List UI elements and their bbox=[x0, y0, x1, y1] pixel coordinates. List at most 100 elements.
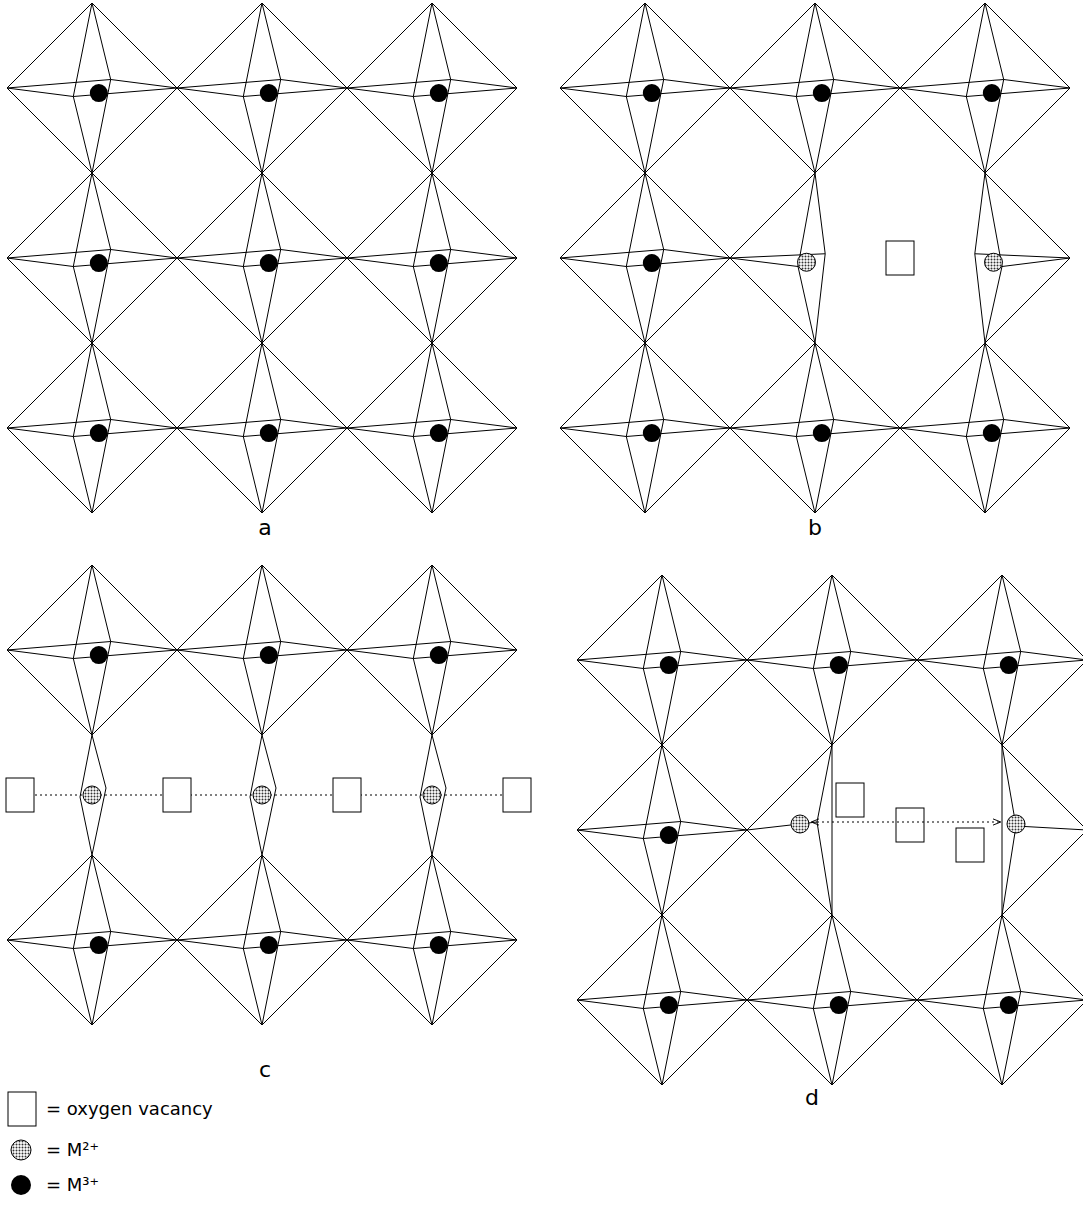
octahedron-edge bbox=[7, 940, 73, 949]
octahedron-edge bbox=[413, 940, 517, 949]
octahedron-edge bbox=[985, 267, 1002, 344]
octahedron-edge bbox=[92, 343, 111, 420]
octahedron-edge bbox=[7, 650, 73, 659]
octahedron-edge bbox=[432, 88, 517, 173]
octahedron-edge bbox=[662, 830, 747, 915]
panel-letter: a bbox=[258, 517, 271, 539]
octahedron-edge bbox=[560, 88, 645, 173]
octahedron-edge bbox=[432, 343, 517, 428]
octahedron-edge bbox=[796, 343, 815, 437]
octahedron-edge bbox=[813, 669, 832, 746]
octahedron-edge bbox=[643, 745, 662, 839]
octahedron-edge bbox=[413, 659, 432, 736]
octahedron-edge bbox=[664, 250, 730, 259]
octahedron-edge bbox=[577, 660, 662, 745]
oxygen-vacancy bbox=[333, 778, 361, 812]
octahedron-edge bbox=[917, 1000, 983, 1009]
octahedron-edge bbox=[432, 735, 446, 788]
octahedron-edge bbox=[347, 173, 432, 258]
octahedron-edge bbox=[730, 258, 815, 343]
octahedron-edge bbox=[813, 1000, 917, 1009]
octahedron-edge bbox=[7, 428, 92, 513]
oxygen-vacancy bbox=[503, 778, 531, 812]
m3-cation bbox=[1000, 656, 1018, 674]
octahedron-edge bbox=[1002, 575, 1083, 660]
octahedron-edge bbox=[730, 88, 796, 97]
octahedron-edge bbox=[7, 855, 92, 940]
m3-cation bbox=[430, 646, 448, 664]
m3-cation bbox=[90, 84, 108, 102]
octahedron-edge bbox=[900, 428, 966, 437]
octahedron-edge bbox=[577, 745, 662, 830]
octahedron-edge bbox=[262, 735, 276, 788]
octahedron-edge bbox=[432, 173, 451, 250]
octahedron-edge bbox=[664, 80, 730, 89]
octahedron-edge bbox=[813, 1009, 832, 1086]
octahedron-edge bbox=[626, 343, 645, 437]
octahedron-edge bbox=[966, 3, 985, 97]
octahedron-edge bbox=[250, 797, 262, 855]
octahedron-edge bbox=[1002, 1000, 1083, 1085]
octahedron-edge bbox=[413, 97, 432, 174]
octahedron-edge bbox=[577, 575, 662, 660]
octahedron-edge bbox=[662, 575, 747, 660]
octahedron-edge bbox=[626, 437, 645, 514]
octahedron-edge bbox=[347, 88, 413, 97]
octahedron-edge bbox=[92, 258, 177, 343]
octahedron-edge bbox=[815, 173, 825, 254]
m2-cation bbox=[253, 786, 271, 804]
m2-cation bbox=[798, 253, 816, 271]
octahedron-edge bbox=[262, 650, 347, 735]
octahedron-edge bbox=[262, 428, 347, 513]
octahedron-edge bbox=[851, 992, 917, 1001]
octahedron-edge bbox=[900, 3, 985, 88]
octahedron-edge bbox=[347, 428, 432, 513]
octahedron-edge bbox=[7, 88, 92, 173]
octahedron-edge bbox=[1002, 915, 1083, 1000]
octahedron-edge bbox=[111, 80, 177, 89]
octahedron-edge bbox=[985, 88, 1070, 173]
octahedron-edge bbox=[262, 173, 281, 250]
octahedron-edge bbox=[177, 343, 262, 428]
octahedron-edge bbox=[1002, 745, 1016, 826]
octahedron-edge bbox=[832, 745, 833, 915]
octahedron-edge bbox=[177, 428, 243, 437]
octahedron-edge bbox=[975, 254, 985, 343]
octahedron-edge bbox=[983, 1009, 1002, 1086]
octahedron-edge bbox=[413, 343, 432, 437]
octahedron-edge bbox=[420, 797, 432, 855]
octahedron-edge bbox=[92, 855, 111, 932]
octahedron-edge bbox=[966, 437, 985, 514]
octahedron-edge bbox=[1016, 826, 1083, 830]
octahedron-edge bbox=[966, 97, 985, 174]
octahedron-edge bbox=[1004, 420, 1070, 429]
octahedron-edge bbox=[347, 940, 413, 949]
m3-cation bbox=[260, 254, 278, 272]
m3-cation bbox=[830, 996, 848, 1014]
m3-cation bbox=[260, 84, 278, 102]
octahedron-edge bbox=[645, 173, 664, 250]
octahedron-edge bbox=[262, 88, 347, 173]
octahedron-edge bbox=[577, 660, 643, 669]
octahedron-edge bbox=[177, 3, 262, 88]
octahedron-edge bbox=[73, 855, 92, 949]
octahedron-edge bbox=[832, 660, 917, 745]
legend-text: = M²⁺ bbox=[46, 1141, 99, 1159]
octahedron-edge bbox=[730, 258, 798, 267]
octahedron-edge bbox=[900, 88, 985, 173]
octahedron-edge bbox=[730, 428, 815, 513]
octahedron-edge bbox=[281, 420, 347, 429]
octahedron-edge bbox=[626, 173, 645, 267]
legend-text: = oxygen vacancy bbox=[46, 1100, 213, 1118]
m3-cation bbox=[430, 936, 448, 954]
panel-letter: d bbox=[805, 1087, 819, 1109]
octahedron-edge bbox=[7, 565, 92, 650]
m3-cation bbox=[430, 424, 448, 442]
octahedron-edge bbox=[832, 575, 851, 652]
octahedron-edge bbox=[747, 660, 813, 669]
octahedron-edge bbox=[664, 420, 730, 429]
octahedron-edge bbox=[432, 258, 517, 343]
octahedron-edge bbox=[747, 1000, 813, 1009]
octahedron-edge bbox=[432, 565, 517, 650]
octahedron-edge bbox=[796, 97, 815, 174]
